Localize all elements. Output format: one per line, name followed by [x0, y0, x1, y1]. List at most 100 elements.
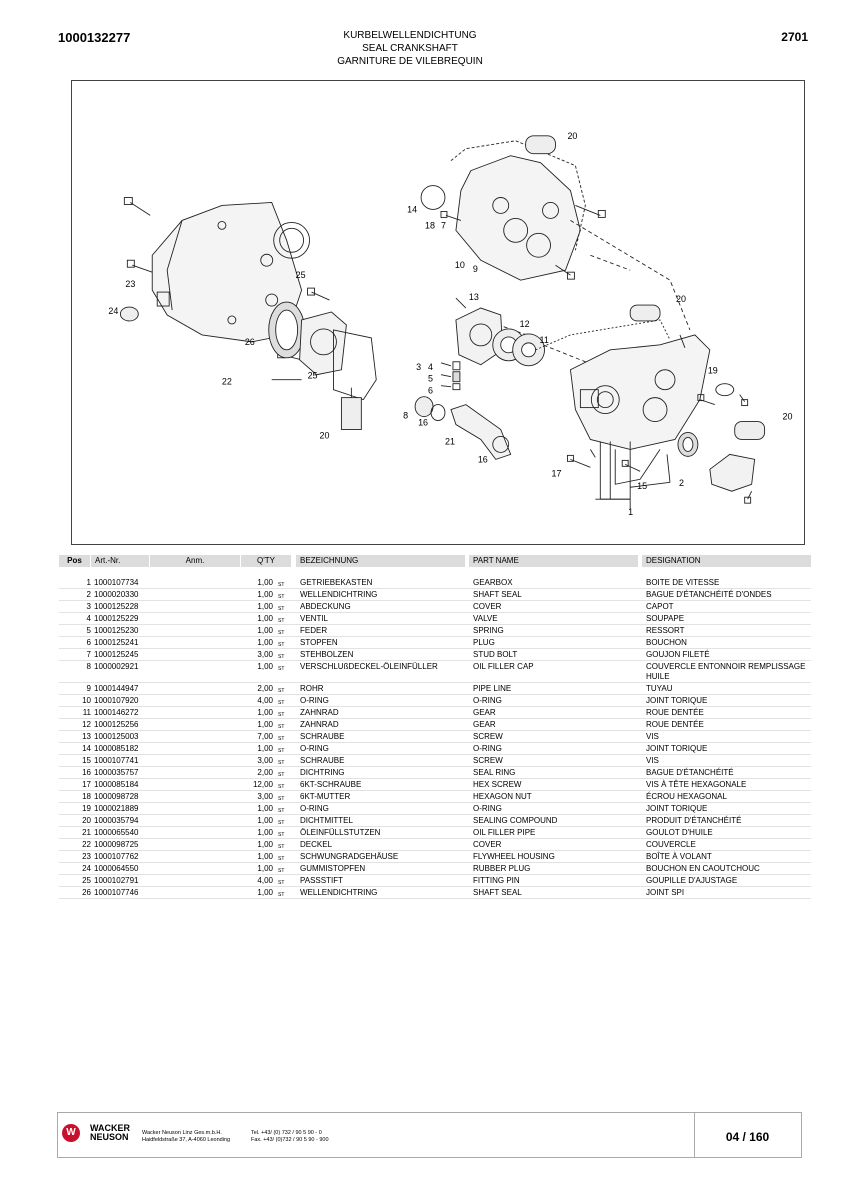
cell-part-name: GEARBOX	[473, 578, 513, 587]
cell-unit: ST	[278, 700, 285, 706]
cell-bezeichnung: PASSSTIFT	[300, 876, 343, 885]
cell-bezeichnung: ÖLEINFÜLLSTUTZEN	[300, 828, 381, 837]
cell-art-nr: 1000125241	[94, 638, 139, 647]
cell-qty: 2,00	[257, 684, 273, 693]
callout-label: 6	[428, 386, 433, 396]
callout-label: 16	[418, 418, 428, 428]
cell-unit: ST	[278, 820, 285, 826]
cell-pos: 9	[86, 684, 91, 693]
cell-designation: JOINT TORIQUE	[646, 696, 708, 705]
cell-qty: 1,00	[257, 840, 273, 849]
column-header-art-nr: Art.-Nr.	[91, 555, 149, 567]
cell-designation: RESSORT	[646, 626, 685, 635]
cell-qty: 1,00	[257, 888, 273, 897]
callout-label: 2	[679, 478, 684, 488]
cell-qty: 1,00	[257, 662, 273, 671]
cell-unit: ST	[278, 594, 285, 600]
cell-art-nr: 1000107746	[94, 888, 139, 897]
callout-label: 12	[520, 319, 530, 329]
callout-label: 17	[552, 468, 562, 478]
cell-unit: ST	[278, 748, 285, 754]
callout-label: 7	[441, 220, 446, 230]
cell-part-name: COVER	[473, 602, 502, 611]
cell-art-nr: 1000085184	[94, 780, 139, 789]
callout-label: 9	[473, 264, 478, 274]
column-header-pos: Pos	[59, 555, 90, 567]
cell-part-name: COVER	[473, 840, 502, 849]
column-header-part-name: PART NAME	[469, 555, 638, 567]
callout-label: 22	[222, 377, 232, 387]
cell-designation: VIS	[646, 732, 659, 741]
callout-label: 14	[407, 204, 417, 214]
cell-qty: 1,00	[257, 804, 273, 813]
cell-part-name: FLYWHEEL HOUSING	[473, 852, 555, 861]
cell-qty: 1,00	[257, 828, 273, 837]
cell-designation: BOITE DE VITESSE	[646, 578, 720, 587]
cell-designation: VIS À TÊTE HEXAGONALE	[646, 780, 747, 789]
cell-pos: 1	[86, 578, 91, 587]
cell-qty: 1,00	[257, 578, 273, 587]
column-header-designation: DESIGNATION	[642, 555, 811, 567]
callout-label: 20	[320, 430, 330, 440]
cell-unit: ST	[278, 880, 285, 886]
cell-pos: 20	[82, 816, 91, 825]
callout-label: 3	[416, 362, 421, 372]
cell-bezeichnung: DECKEL	[300, 840, 333, 849]
cell-unit: ST	[278, 856, 285, 862]
cell-art-nr: 1000035794	[94, 816, 139, 825]
title-block: KURBELWELLENDICHTUNG SEAL CRANKSHAFT GAR…	[260, 29, 560, 68]
cell-designation: JOINT TORIQUE	[646, 804, 708, 813]
cell-designation: BOÎTE À VOLANT	[646, 852, 712, 861]
cell-unit: ST	[278, 892, 285, 898]
cell-designation: ÉCROU HEXAGONAL	[646, 792, 727, 801]
cell-designation: COUVERCLE	[646, 840, 696, 849]
cell-part-name: GEAR	[473, 708, 496, 717]
cell-pos: 22	[82, 840, 91, 849]
cell-art-nr: 1000021889	[94, 804, 139, 813]
cell-pos: 13	[82, 732, 91, 741]
page-number: 04 / 160	[725, 1130, 770, 1144]
logo-letter: W	[66, 1127, 76, 1138]
cell-part-name: RUBBER PLUG	[473, 864, 531, 873]
cell-art-nr: 1000125245	[94, 650, 139, 659]
cell-unit: ST	[278, 736, 285, 742]
column-header-anm: Anm.	[150, 555, 240, 567]
cell-art-nr: 1000125228	[94, 602, 139, 611]
cell-qty: 1,00	[257, 614, 273, 623]
callout-label: 8	[403, 411, 408, 421]
cell-qty: 4,00	[257, 876, 273, 885]
cell-part-name: HEXAGON NUT	[473, 792, 532, 801]
cell-designation: GOUPILLE D'AJUSTAGE	[646, 876, 738, 885]
callout-label: 4	[428, 362, 433, 372]
callout-label: 21	[445, 436, 455, 446]
title-german: KURBELWELLENDICHTUNG	[343, 30, 477, 41]
cell-pos: 15	[82, 756, 91, 765]
cell-part-name: O-RING	[473, 744, 502, 753]
cell-part-name: SCREW	[473, 756, 503, 765]
cell-pos: 23	[82, 852, 91, 861]
cell-qty: 7,00	[257, 732, 273, 741]
cell-bezeichnung: WELLENDICHTRING	[300, 888, 378, 897]
cell-art-nr: 1000125230	[94, 626, 139, 635]
cell-pos: 19	[82, 804, 91, 813]
cell-part-name: SPRING	[473, 626, 504, 635]
cell-qty: 1,00	[257, 720, 273, 729]
brand-line-1: WACKER	[90, 1123, 130, 1133]
cell-bezeichnung: O-RING	[300, 696, 329, 705]
document-number: 1000132277	[58, 30, 131, 45]
cell-bezeichnung: 6KT-MUTTER	[300, 792, 351, 801]
cell-art-nr: 1000065540	[94, 828, 139, 837]
callout-label: 20	[783, 412, 793, 422]
telephone: Tel. +43/ (0) 732 / 90 5 90 - 0	[251, 1130, 322, 1136]
cell-designation: CAPOT	[646, 602, 674, 611]
cell-designation: GOUJON FILETÉ	[646, 650, 710, 659]
